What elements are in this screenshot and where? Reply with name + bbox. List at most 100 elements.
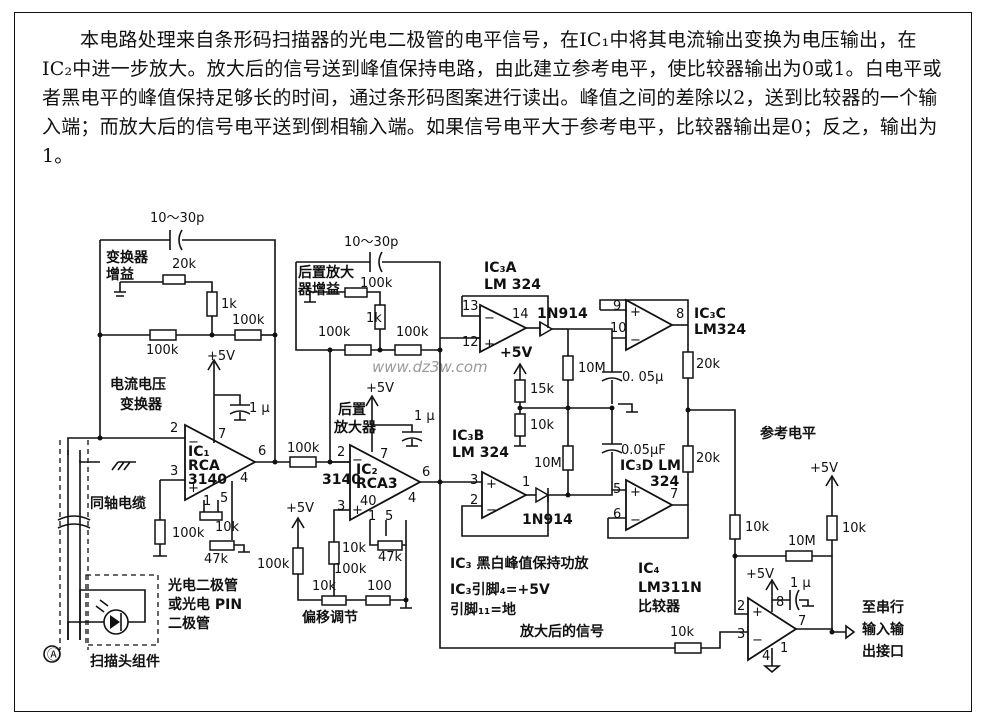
ic3d-opamp — [625, 478, 674, 532]
figure-frame — [14, 12, 972, 712]
cap1-label: 10～30p — [150, 211, 204, 226]
r1k-b-label: 1k — [366, 311, 382, 326]
r100k-a-label: 100k — [146, 343, 179, 358]
svg-text:−: − — [352, 453, 363, 468]
r100k-c-label: 100k — [360, 276, 393, 291]
cap2-label: 10～30p — [344, 235, 398, 250]
svg-text:Ⓐ: Ⓐ — [47, 648, 60, 663]
cap-1u-b-label: 1 μ — [414, 409, 435, 424]
svg-text:−: − — [484, 311, 495, 326]
svg-text:4: 4 — [762, 649, 770, 664]
svg-text:−: − — [752, 633, 763, 648]
svg-text:−: − — [486, 503, 497, 518]
svg-text:−: − — [630, 333, 641, 348]
ic4-label-2: LM311N — [638, 580, 702, 596]
svg-text:10: 10 — [610, 321, 627, 336]
r47k-ic2 — [377, 540, 403, 551]
r100k-b-label: 100k — [232, 313, 265, 328]
vcc-ic1-label: +5V — [207, 349, 235, 364]
photodiode-line3: 二极管 — [168, 615, 210, 632]
diode2-label: 1N914 — [522, 512, 573, 528]
ic4-label-3: 比较器 — [638, 598, 681, 615]
r47k-ic1-label: 47k — [204, 552, 229, 567]
ic3c-opamp — [625, 298, 674, 352]
output-port-line1: 至串行 — [862, 599, 904, 616]
amplified-signal-label: 放大后的信号 — [519, 623, 604, 640]
peak-hold-label: IC₃ 黑白峰值保持功放 — [450, 555, 589, 572]
r10m-fb — [785, 550, 813, 562]
r20k-a-label: 20k — [696, 357, 721, 372]
scan-head-label: 扫描头组件 — [90, 653, 160, 670]
svg-text:5: 5 — [613, 482, 621, 497]
r10k-in — [674, 642, 702, 654]
r20k-b-label: 20k — [696, 451, 721, 466]
svg-text:+: + — [752, 605, 763, 620]
offset-adjust-label: 偏移调节 — [302, 609, 358, 626]
r10k-ic1 — [199, 511, 223, 521]
svg-text:40: 40 — [360, 494, 377, 509]
output-port-line3: 出接口 — [862, 643, 904, 660]
r100k-ic1-label: 100k — [172, 526, 205, 541]
r100k-link-label: 100k — [287, 441, 320, 456]
r100k-b — [234, 329, 262, 341]
cap-005-b-label: 0.05μF — [621, 443, 666, 458]
svg-text:6: 6 — [613, 507, 621, 522]
ic3d-label-1: IC₃D LM — [620, 458, 681, 474]
r20k-a — [682, 351, 694, 379]
ic1-label-2: RCA — [188, 458, 220, 474]
svg-text:4: 4 — [240, 471, 248, 486]
post-gain-line1: 后置放大 — [298, 264, 354, 281]
ic3a-opamp — [479, 303, 528, 354]
scan-head-box — [85, 574, 159, 646]
vcc-offset-label: +5V — [286, 501, 314, 516]
watermark: www.dz3w.com — [372, 358, 488, 376]
svg-text:7: 7 — [798, 614, 806, 629]
r100k-off — [292, 547, 304, 575]
ic1-label-3: 3140 — [188, 472, 227, 488]
ic3-power-label: IC₃引脚₄=+5V — [450, 582, 550, 598]
r47k-ic2-label: 47k — [378, 550, 403, 565]
circuit-description: 本电路处理来自条形码扫描器的光电二极管的电平信号，在IC₁中将其电流输出变换为电… — [42, 29, 942, 167]
ic3b-label-1: IC₃B — [452, 428, 484, 444]
r100k-e-label: 100k — [396, 325, 429, 340]
r15k-label: 15k — [530, 382, 555, 397]
converter-gain-line2: 增益 — [106, 266, 134, 283]
r10k-ref — [729, 514, 741, 540]
r10m-a-label: 10M — [578, 361, 606, 376]
r10k-div-label: 10k — [530, 418, 555, 433]
svg-text:5: 5 — [385, 509, 393, 524]
scan-head-marker — [43, 645, 61, 663]
svg-text:3: 3 — [737, 627, 745, 642]
vcc-ic4b-label: +5V — [746, 567, 774, 582]
converter-gain-line1: 变换器 — [106, 249, 149, 266]
ic3d-label-2: 324 — [650, 474, 679, 490]
iv-converter-line2: 变换器 — [120, 396, 163, 413]
svg-text:7: 7 — [218, 427, 226, 442]
r20k-top-label: 20k — [172, 257, 197, 272]
svg-text:6: 6 — [258, 444, 266, 459]
cap-1u-c-label: 1 μ — [790, 576, 811, 591]
output-port-line2: 输入输 — [862, 621, 905, 638]
svg-text:+: + — [188, 481, 199, 496]
r20k-b — [682, 445, 694, 473]
vcc-ic3-label: +5V — [500, 345, 532, 361]
svg-text:+: + — [352, 503, 363, 518]
cap-005-a-label: 0. 05μ — [622, 370, 663, 385]
r10k-off — [321, 595, 347, 606]
r100k-d-label: 100k — [318, 325, 351, 340]
gain-pot — [162, 274, 186, 285]
svg-text:1: 1 — [203, 494, 211, 509]
svg-text:7: 7 — [670, 487, 678, 502]
vcc-pull-label: +5V — [810, 461, 838, 476]
svg-text:14: 14 — [512, 307, 529, 322]
r100k-link — [289, 456, 317, 468]
photodiode-line1: 光电二极管 — [167, 577, 238, 594]
ic3-gnd-label: 引脚₁₁=地 — [450, 601, 516, 618]
post-amp-line2: 放大器 — [333, 419, 377, 436]
iv-converter-line1: 电流电压 — [110, 376, 166, 393]
coax-label: 同轴电缆 — [90, 495, 146, 512]
svg-text:5: 5 — [220, 491, 228, 506]
svg-text:6: 6 — [422, 465, 430, 480]
ic3c-label-2: LM324 — [694, 322, 746, 338]
